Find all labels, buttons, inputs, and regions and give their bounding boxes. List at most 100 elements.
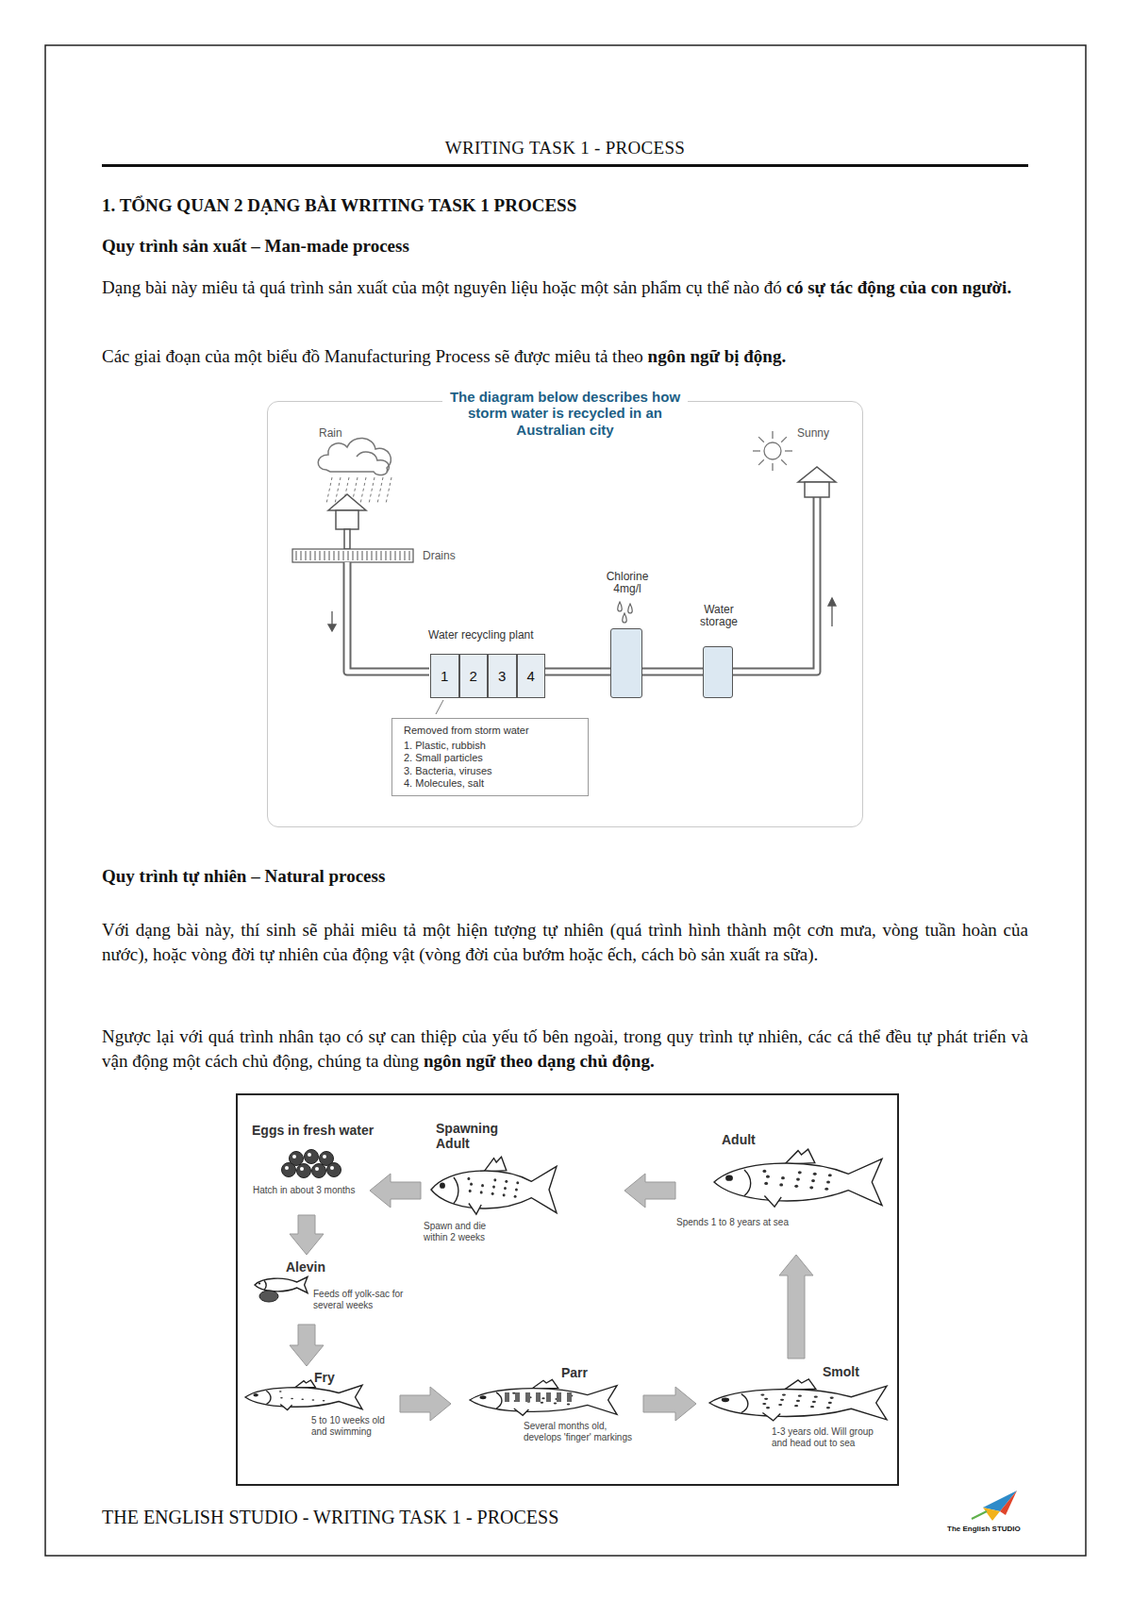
fish-spot	[798, 1170, 802, 1174]
egg	[282, 1163, 297, 1178]
fish-spot	[760, 1393, 765, 1396]
parr-marking	[515, 1392, 520, 1402]
illustration-stroke	[328, 494, 367, 511]
grate-bar	[390, 550, 392, 561]
grate-bar	[310, 550, 312, 561]
grate-bar	[305, 550, 307, 561]
egg	[304, 1149, 319, 1165]
fish-spot	[782, 1393, 786, 1396]
fish-spot	[830, 1397, 834, 1399]
grate-bar	[329, 550, 331, 561]
block-arrow	[369, 1173, 421, 1208]
node-text: 3	[498, 667, 506, 684]
fish	[469, 1379, 617, 1415]
paragraph-text: Dạng bài này miêu tả quá trình sản xuất …	[101, 277, 783, 298]
paragraph-text: Với dạng bài này, thí sinh sẽ phải miêu …	[101, 919, 1029, 965]
rain-line	[360, 477, 367, 504]
fish-spot	[794, 1184, 799, 1188]
grate-bar	[319, 550, 321, 561]
removed-list: Removed from storm water1. Plastic, rubb…	[391, 717, 589, 797]
egg-shine	[322, 1154, 327, 1159]
fish-eye	[480, 1395, 487, 1399]
fish-spot	[794, 1404, 799, 1407]
fish-spot	[553, 1402, 557, 1405]
sun-ray	[771, 431, 773, 439]
illustration-stroke	[628, 603, 633, 614]
fish-spot	[828, 1401, 833, 1404]
illustration-stroke	[356, 451, 389, 472]
stage-name: Smolt	[822, 1364, 860, 1380]
fish-spot	[811, 1179, 816, 1182]
grate-bar	[381, 550, 383, 561]
sun-ray	[758, 459, 765, 466]
parr-marking	[525, 1392, 531, 1402]
fish	[254, 1277, 308, 1294]
house-left	[328, 494, 367, 550]
grate-bar	[404, 550, 406, 561]
parr-marking	[556, 1392, 562, 1402]
pelvic-fin	[762, 1413, 781, 1421]
fish-spot	[516, 1181, 519, 1184]
dorsal-fin	[783, 1379, 816, 1391]
block-arrows	[289, 1173, 814, 1421]
grate-bar	[343, 550, 345, 561]
block-arrow	[289, 1324, 324, 1366]
fish-spot	[503, 1186, 507, 1190]
diagram-label: Drains	[422, 549, 456, 563]
rain-line	[377, 477, 383, 504]
egg-shine	[330, 1165, 334, 1170]
grate-bar	[333, 550, 335, 561]
fish-spot	[492, 1185, 496, 1189]
fish-spot	[764, 1181, 768, 1185]
gill-line	[266, 1390, 271, 1404]
grate-bar	[296, 550, 298, 561]
rain-line	[385, 477, 392, 504]
node-text: 2	[469, 667, 478, 684]
section-heading: 1. TỔNG QUAN 2 DẠNG BÀI WRITING TASK 1 P…	[101, 195, 1029, 217]
pipes	[347, 495, 817, 672]
fish-spot	[828, 1173, 833, 1177]
page-border	[45, 45, 1086, 1556]
grate-bar	[352, 550, 354, 561]
node-text: Water storage	[685, 603, 752, 629]
paragraph: Dạng bài này miêu tả quá trình sản xuất …	[101, 275, 1029, 300]
drains-grate	[292, 549, 414, 563]
stage-note: Several months old, develops 'finger' ma…	[523, 1420, 647, 1444]
node-text: Water recycling plant	[428, 629, 534, 642]
pelvic-fin	[280, 1404, 292, 1411]
sun-ray	[781, 459, 787, 466]
paragraph-text: ngôn ngữ bị động.	[648, 346, 787, 367]
stage-note: 1-3 years old. Will group and head out t…	[771, 1426, 890, 1449]
plant-stage: 3	[487, 653, 517, 699]
grate-bar	[366, 550, 368, 561]
illustration-stroke	[804, 482, 830, 498]
grate-bar	[324, 550, 326, 561]
plant-stage: 2	[459, 653, 489, 699]
parr-marking	[535, 1392, 541, 1402]
grate-bar	[362, 550, 364, 561]
pelvic-fin	[468, 1203, 482, 1216]
logo-text: The English STUDIO	[947, 1524, 1021, 1533]
pipe-connector	[545, 671, 611, 673]
stage-note: Feeds off yolk-sac for several weeks	[313, 1288, 408, 1312]
fish-spot	[279, 1390, 283, 1393]
pipe-inner	[545, 669, 611, 675]
block-arrow	[399, 1386, 451, 1421]
yolk-sac	[259, 1290, 279, 1302]
fish-spot	[481, 1183, 484, 1187]
fish-drawings	[245, 1148, 887, 1421]
fish-eye	[252, 1393, 258, 1397]
fish-spot	[540, 1401, 544, 1404]
grate-bar	[385, 550, 387, 561]
illustration-stroke	[982, 1507, 1000, 1521]
block-arrow	[779, 1254, 814, 1359]
pipe-inner	[642, 669, 703, 675]
egg	[312, 1164, 327, 1179]
illustration-stroke	[347, 562, 430, 672]
rain-line	[368, 477, 375, 504]
fish-spot	[322, 1399, 326, 1402]
egg-cluster	[282, 1149, 342, 1179]
illustration-stroke	[732, 495, 817, 672]
fish-spot	[762, 1169, 766, 1173]
